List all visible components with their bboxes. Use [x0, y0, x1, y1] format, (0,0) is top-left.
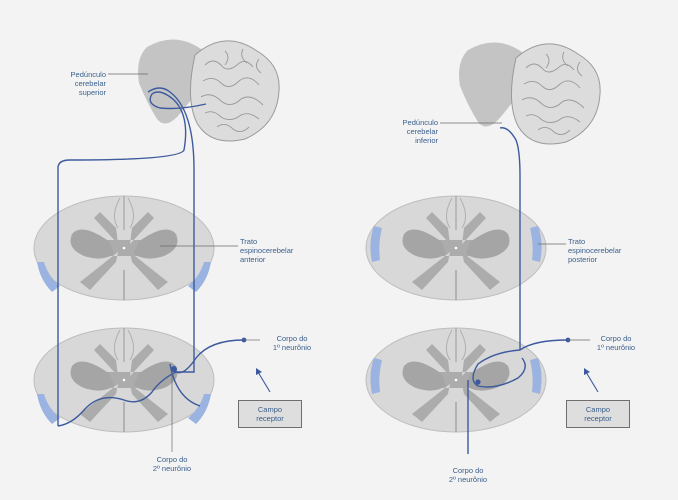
right-leader-lines — [440, 122, 590, 341]
left-upper-tract-left — [37, 262, 60, 292]
right-cord-lower — [365, 327, 547, 433]
right-peduncle-label: Pedúnculo cerebelar inferior — [402, 118, 438, 145]
right-second-neuron-label: Corpo do 2º neurônio — [448, 466, 488, 484]
left-first-neuron-label: Corpo do 1º neurônio — [272, 334, 312, 352]
left-receptor-field-box: Campo receptor — [238, 400, 302, 428]
right-second-neuron-body — [475, 379, 481, 385]
left-peduncle-label: Pedúnculo cerebelar superior — [70, 70, 106, 97]
right-brain — [458, 41, 601, 145]
left-arrow-head — [256, 368, 262, 375]
right-lower-tract-right — [530, 358, 542, 394]
left-cord-upper — [33, 195, 215, 301]
left-second-neuron-body — [171, 366, 177, 372]
left-brain — [137, 38, 280, 142]
right-upper-tract-right — [530, 226, 542, 262]
left-lower-tract-right — [188, 394, 211, 424]
left-receptor-arrow — [257, 371, 271, 393]
right-arrow-head — [584, 368, 590, 375]
right-pathway — [467, 127, 569, 454]
right-tract-label: Trato espinocerebelar posterior — [568, 237, 622, 264]
right-receptor-field-box: Campo receptor — [566, 400, 630, 428]
right-first-neuron-label: Corpo do 1º neurônio — [596, 334, 636, 352]
left-pathway — [57, 87, 245, 427]
left-leader-lines — [108, 73, 260, 452]
right-lower-tract-left — [370, 358, 382, 394]
right-cord-upper — [365, 195, 547, 301]
right-receptor-arrow — [585, 371, 599, 393]
right-upper-tract-left — [370, 226, 382, 262]
left-tract-label: Trato espinocerebelar anterior — [240, 237, 294, 264]
left-cord-lower — [33, 327, 215, 433]
left-lower-tract-left — [37, 394, 60, 424]
left-second-neuron-label: Corpo do 2º neurônio — [152, 455, 192, 473]
